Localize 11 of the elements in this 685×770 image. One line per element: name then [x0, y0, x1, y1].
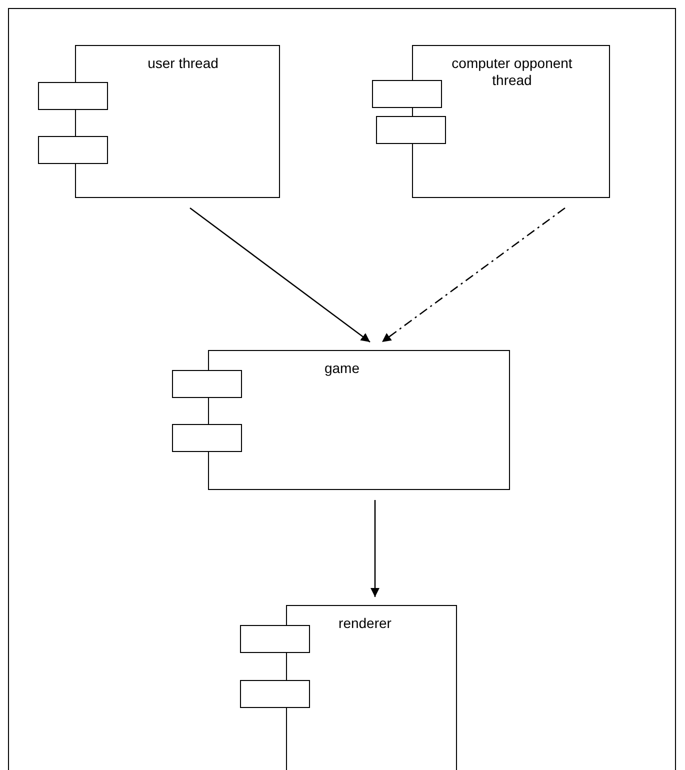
- component-name: computer opponent thread: [450, 55, 574, 89]
- component-symbol: [38, 45, 280, 198]
- component-symbol: [240, 605, 457, 770]
- component-name: user thread: [146, 55, 220, 72]
- arrow: [382, 207, 566, 343]
- component-symbol: [372, 45, 610, 198]
- component-name: renderer: [338, 615, 392, 632]
- component-name: game: [323, 360, 361, 377]
- arrow: [370, 500, 380, 597]
- arrow: [190, 207, 370, 343]
- component-symbol: [172, 350, 510, 490]
